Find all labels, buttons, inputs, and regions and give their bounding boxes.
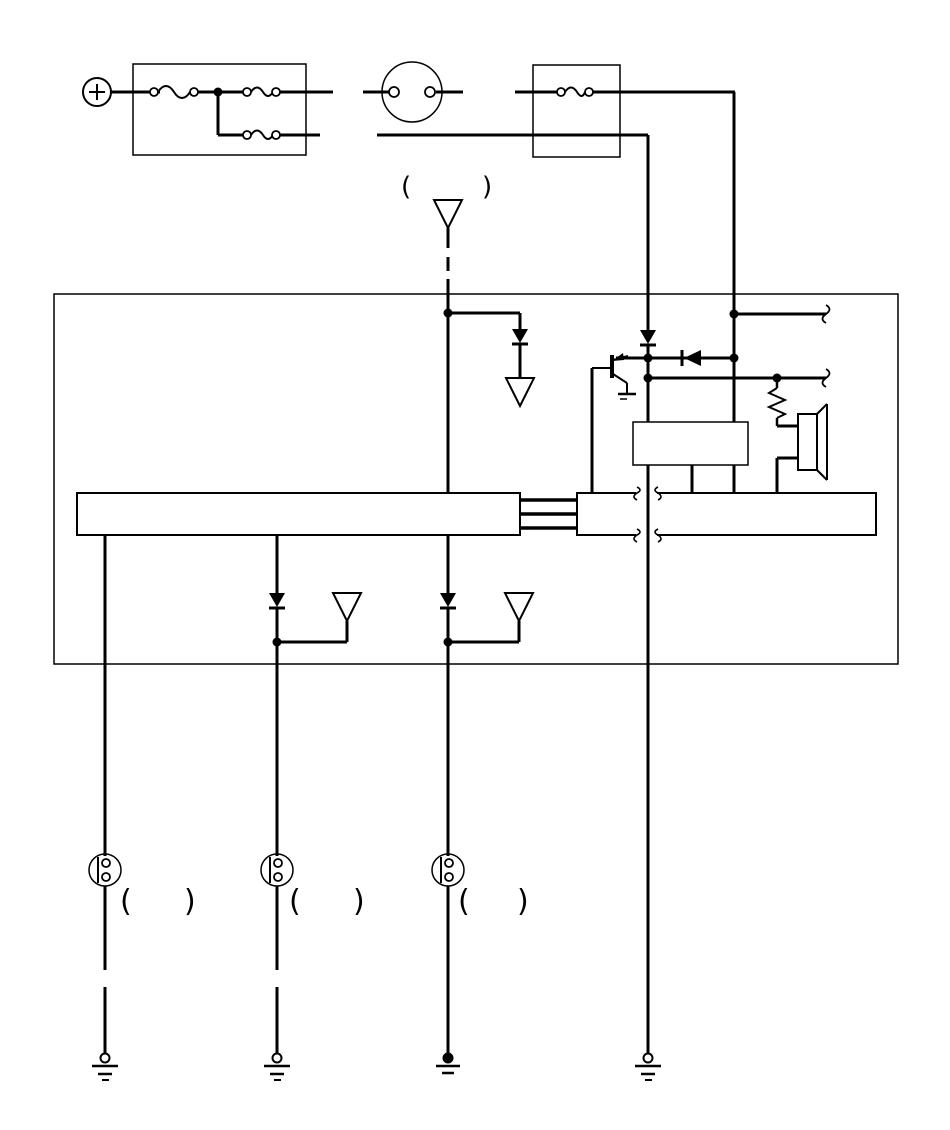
break-mark-icon bbox=[821, 368, 831, 388]
break-mark-icon bbox=[633, 486, 662, 543]
switch-label-open: ( bbox=[458, 884, 470, 919]
fuse-icon bbox=[242, 129, 281, 140]
junction-dot bbox=[643, 353, 653, 363]
switch-label-close: ) bbox=[184, 884, 196, 919]
connector-label-close: ) bbox=[482, 172, 492, 202]
ground-icon bbox=[92, 1052, 118, 1081]
control-unit-box bbox=[53, 293, 899, 665]
junction-dot bbox=[643, 373, 653, 383]
diode-icon bbox=[680, 350, 701, 366]
harness-connector-left bbox=[76, 492, 521, 536]
transistor-icon bbox=[592, 353, 636, 400]
break-mark-icon bbox=[821, 304, 831, 324]
ground-icon bbox=[264, 1052, 290, 1081]
door-switch-icon bbox=[260, 853, 294, 887]
fuse-icon bbox=[556, 86, 594, 97]
speaker-icon bbox=[797, 403, 828, 481]
diode-icon bbox=[512, 329, 528, 346]
diode-icon bbox=[640, 330, 656, 347]
connector-label-open: ( bbox=[401, 172, 411, 202]
page-connector-icon bbox=[331, 592, 363, 624]
ignition-switch-icon bbox=[381, 61, 443, 123]
door-switch-icon bbox=[88, 853, 122, 887]
fuse-icon bbox=[149, 85, 199, 99]
fuse-box-main bbox=[132, 63, 333, 156]
page-connector-icon bbox=[432, 199, 464, 231]
switch-label-close: ) bbox=[353, 884, 365, 919]
page-connector-icon bbox=[504, 377, 536, 409]
diode-icon bbox=[269, 593, 285, 610]
fuse-box-secondary bbox=[532, 64, 621, 158]
ground-icon bbox=[436, 1052, 460, 1075]
door-switch-icon bbox=[431, 853, 465, 887]
junction-dot bbox=[729, 309, 739, 319]
ground-icon bbox=[635, 1052, 661, 1081]
fuse-icon bbox=[242, 86, 281, 97]
internal-module-box bbox=[632, 421, 749, 466]
page-connector-icon bbox=[503, 592, 535, 624]
switch-label-open: ( bbox=[120, 884, 132, 919]
junction-dot bbox=[213, 87, 223, 97]
battery-icon bbox=[82, 77, 112, 107]
diode-icon bbox=[440, 593, 456, 610]
harness-connector-right bbox=[576, 492, 877, 536]
harness-link-wires bbox=[520, 498, 577, 530]
switch-label-open: ( bbox=[289, 884, 301, 919]
junction-dot bbox=[729, 353, 739, 363]
resistor-icon bbox=[766, 387, 788, 419]
switch-label-close: ) bbox=[517, 884, 529, 919]
